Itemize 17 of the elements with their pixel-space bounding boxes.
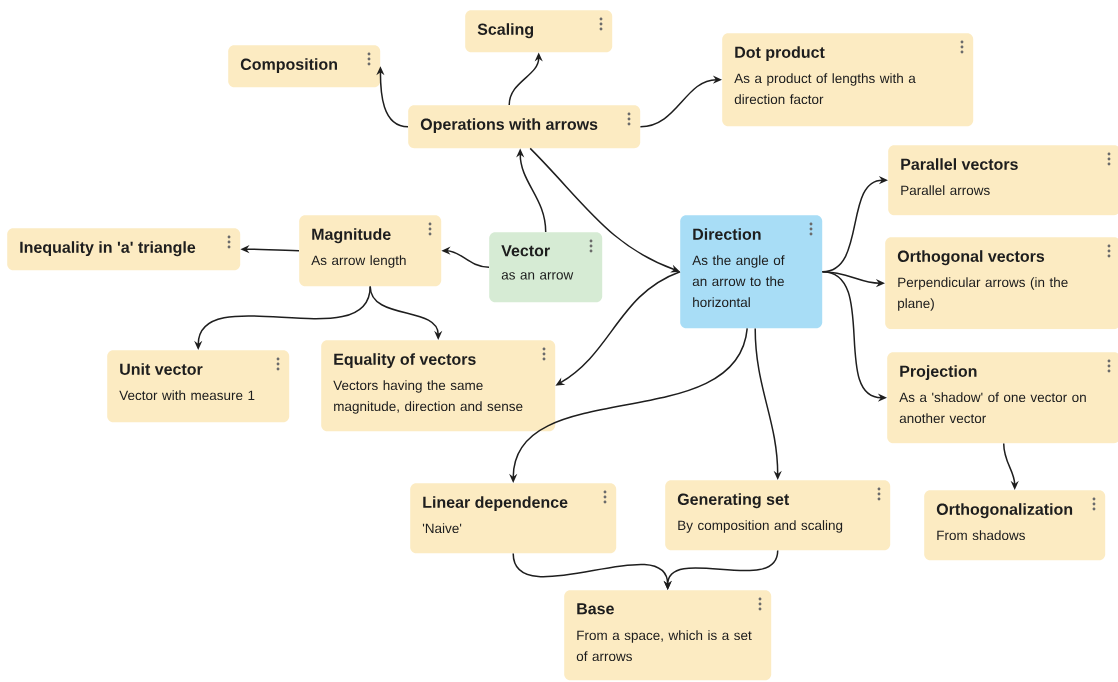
concept-box: Inequality in 'a' triangle [7,228,241,271]
concept-box: Equality of vectors Vectors having the same magnitude, direction and sense [321,340,556,432]
concept-box: Operations with arrows [408,105,641,149]
concept-box: Magnitude As arrow length [299,215,442,287]
concept-box: Parallel vectors Parallel arrows [888,145,1118,216]
concept-box: Direction As the angle of an arrow to the horizontal [680,215,823,329]
concept-box: Projection As a 'shadow' of one vector on another vector [887,352,1118,444]
concept-box: Vector as an arrow [489,232,603,303]
concept-box: Unit vector Vector with measure 1 [107,350,290,423]
concept-box: Base From a space, which is a set of arrows [564,590,772,681]
concept-box: Composition [228,45,381,88]
concept-box: Orthogonal vectors Perpendicular arrows (in the plane) [885,237,1118,330]
concept-box: Linear dependence 'Naive' [410,483,617,554]
concept-box: Orthogonalization From shadows [924,490,1106,561]
concept-box: Scaling [465,10,613,53]
concept-box: Dot product As a product of lengths with a direction factor [722,33,974,127]
concept-box: Generating set By composition and scaling [665,480,891,551]
